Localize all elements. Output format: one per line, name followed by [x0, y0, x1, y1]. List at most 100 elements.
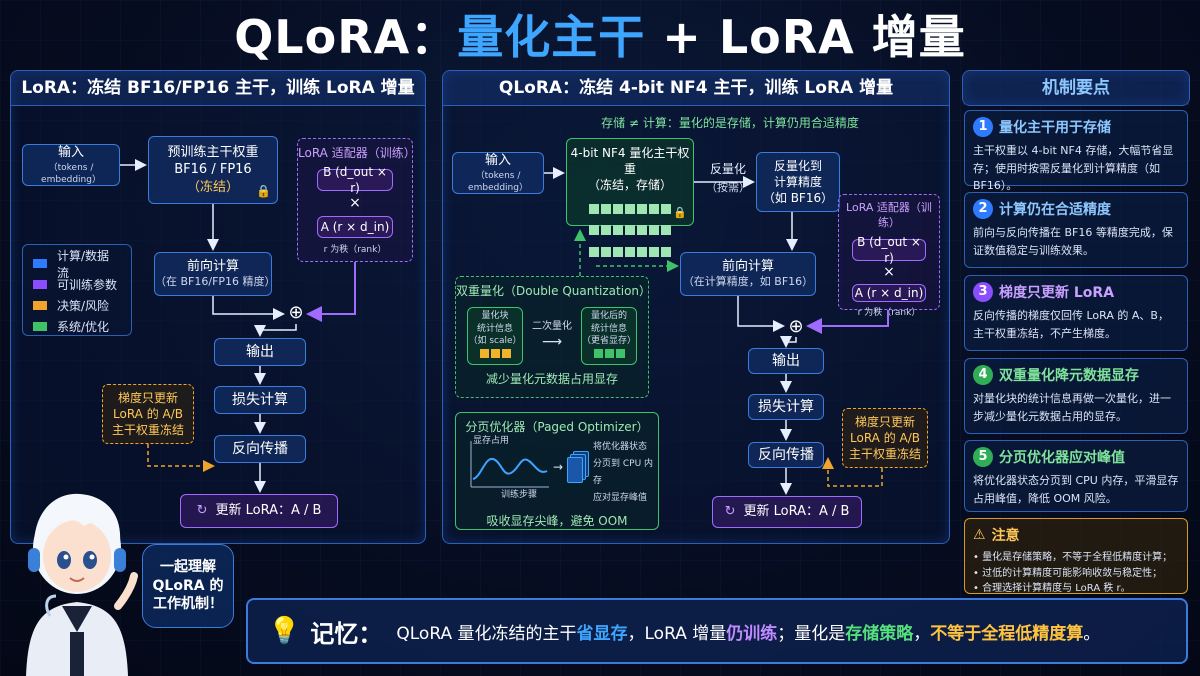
dequant-label-l2: （按需） [706, 181, 750, 195]
refresh-icon: ↻ [196, 503, 208, 519]
memo-part-3: ；量化是 [777, 623, 846, 644]
double-quant-flow: 量化块 统计信息 （如 scale） 二次量化 ⟶ 量化后的 统计信息 （更省显… [467, 307, 637, 366]
warning-item-3: 合理选择计算精度与 LoRA 秩 r。 [982, 583, 1131, 594]
nf4-grid-cell [625, 225, 635, 236]
dq-right-l3: （更省显存） [582, 335, 637, 346]
double-quant-box: 双重量化（Double Quantization） 量化块 统计信息 （如 sc… [455, 276, 652, 398]
dq-left-blocks [479, 348, 512, 362]
nf4-grid-cell [613, 246, 623, 257]
qlora-update-box: ↻ 更新 LoRA：A / B [712, 496, 862, 528]
card-1-num: 1 [973, 117, 993, 137]
double-quant-title: 双重量化（Double Quantization） [456, 284, 652, 298]
double-quant-footer: 减少量化元数据占用显存 [485, 372, 618, 387]
lora-adapter-times: × [349, 195, 361, 212]
double-quant-right: 量化后的 统计信息 （更省显存） [581, 307, 637, 366]
lora-backbone-frozen: （冻结） [186, 179, 239, 195]
nf4-grid-row [588, 241, 672, 263]
title-main: QLoRA： [234, 10, 458, 64]
refresh-icon: ↻ [724, 504, 736, 520]
bubble-line-1: 一起理解 [160, 558, 216, 575]
right-arrow-icon: → [553, 460, 564, 475]
dequant-box-l3: （如 BF16） [762, 191, 834, 206]
lora-forward-box: 前向计算 （在 BF16/FP16 精度） [154, 252, 276, 296]
qlora-loss-box: 损失计算 [748, 394, 824, 420]
card-3-title: 梯度只更新 LoRA [999, 285, 1115, 301]
qlora-input-sub: （tokens / embedding） [468, 170, 528, 193]
legend-swatch [33, 322, 47, 331]
nf4-grid-cell [625, 203, 635, 214]
qlora-forward-sub: （在计算精度，如 BF16） [682, 275, 814, 289]
legend-row: 计算/数据流 [33, 249, 121, 280]
legend-swatch [33, 280, 47, 289]
dq-right-l2: 统计信息 [590, 323, 627, 334]
mechanism-header-box: 机制要点 [962, 70, 1190, 106]
lora-adapter-box: LoRA 适配器（训练） B (d_out × r) × A (r × d_in… [297, 138, 416, 262]
lock-icon: 🔒 [256, 183, 271, 198]
lora-input-box: 输入 （tokens / embedding） [22, 144, 120, 186]
paged-title: 分页优化器（Paged Optimizer） [465, 420, 649, 434]
card-4-title: 双重量化降元数据显存 [999, 368, 1139, 384]
legend-label: 系统/优化 [57, 320, 110, 334]
dequant-box-l2: 计算精度 [773, 174, 822, 189]
dq-arrow: 二次量化 ⟶ [523, 320, 581, 352]
lora-adapter-title: LoRA 适配器（训练） [298, 146, 416, 160]
double-quant-left: 量化块 统计信息 （如 scale） [467, 307, 523, 366]
warning-title-row: ⚠注意 [973, 525, 1179, 545]
lock-icon: 🔒 [673, 206, 687, 220]
qlora-grad-note: 梯度只更新 LoRA 的 A/B 主干权重冻结 [842, 408, 928, 468]
lora-output-box: 输出 [214, 338, 306, 366]
paged-ylabel: 显存占用 [473, 436, 510, 447]
dq-right-blocks [593, 348, 626, 362]
warning-list: • 量化是存储策略，不等于全程低精度计算； • 过低的计算精度可能影响收敛与稳定… [973, 550, 1179, 597]
mascot-speech-bubble: 一起理解 QLoRA 的 工作机制！ [142, 544, 234, 628]
nf4-grid-cell [613, 225, 623, 236]
lora-forward-title: 前向计算 [186, 258, 239, 274]
qlora-update-label: 更新 LoRA：A / B [743, 504, 850, 520]
nf4-grid-cell [601, 246, 611, 257]
legend-label: 决策/风险 [57, 299, 110, 313]
memo-highlight-1: 省显存 [576, 623, 628, 644]
qlora-panel-header: QLoRA：冻结 4-bit NF4 主干，训练 LoRA 增量 [443, 71, 949, 106]
qlora-adapter-rank: r 为秩（rank） [857, 307, 921, 318]
lora-input-title: 输入 [57, 145, 84, 161]
qlora-grad-note-l3: 主干权重冻结 [848, 447, 921, 462]
qlora-adapter-title: LoRA 适配器（训练） [846, 201, 932, 229]
memo-highlight-4: 不等于全程低精度算 [930, 623, 1084, 644]
nf4-grid-cell [637, 225, 647, 236]
dq-arrow-label: 二次量化 [532, 320, 572, 332]
warning-item: • 合理选择计算精度与 LoRA 秩 r。 [973, 583, 1131, 594]
card-3-body: 反向传播的梯度仅回传 LoRA 的 A、B，主干权重冻结，不产生梯度。 [973, 309, 1169, 340]
nf4-grid-cell [601, 225, 611, 236]
nf4-grid-cell [637, 246, 647, 257]
warning-icon: ⚠ [973, 527, 986, 543]
card-4-num: 4 [973, 365, 993, 385]
title-accent: 量化主干 [457, 10, 646, 64]
legend-rows: 计算/数据流可训练参数决策/风险系统/优化 [33, 249, 121, 337]
qlora-nf4-box: 4-bit NF4 量化主干权重 （冻结，存储） 🔒 [566, 138, 694, 257]
lora-panel-header: LoRA：冻结 BF16/FP16 主干，训练 LoRA 增量 [11, 71, 425, 106]
paged-desc-l3: 应对显存峰值 [593, 493, 648, 504]
card-5-body: 将优化器状态分页到 CPU 内存，平滑显存占用峰值，降低 OOM 风险。 [973, 474, 1179, 505]
qlora-storage-note: 存储 ≠ 计算：量化的是存储，计算仍用合适精度 [601, 116, 859, 130]
qlora-grad-note-l2: LoRA 的 A/B [850, 430, 920, 445]
lora-backbone-precision: BF16 / FP16 [174, 162, 252, 178]
lora-plus-icon: ⊕ [288, 302, 304, 323]
legend-swatch [33, 301, 47, 310]
qlora-backward-box: 反向传播 [748, 442, 824, 468]
paged-body: 显存占用 训练步骤 → 将优化器状态 分页到 CPU 内存 应对显存峰值 [459, 436, 655, 503]
dq-left-l3: （如 scale） [468, 335, 522, 346]
nf4-grid-cell [649, 203, 659, 214]
lora-adapter-rank: r 为秩（rank） [323, 245, 387, 256]
lora-adapter-a: A (r × d_in) [317, 216, 393, 239]
qlora-plus-icon: ⊕ [788, 316, 804, 337]
paged-desc-l2: 分页到 CPU 内存 [593, 459, 654, 487]
memo-part-2: ，LoRA 增量 [627, 623, 727, 644]
lora-backward-box: 反向传播 [214, 435, 306, 463]
mascot-illustration [10, 456, 145, 676]
nf4-grid-cell [661, 246, 671, 257]
memo-highlight-3: 存储策略 [845, 623, 914, 644]
nf4-grid-cell [589, 246, 599, 257]
